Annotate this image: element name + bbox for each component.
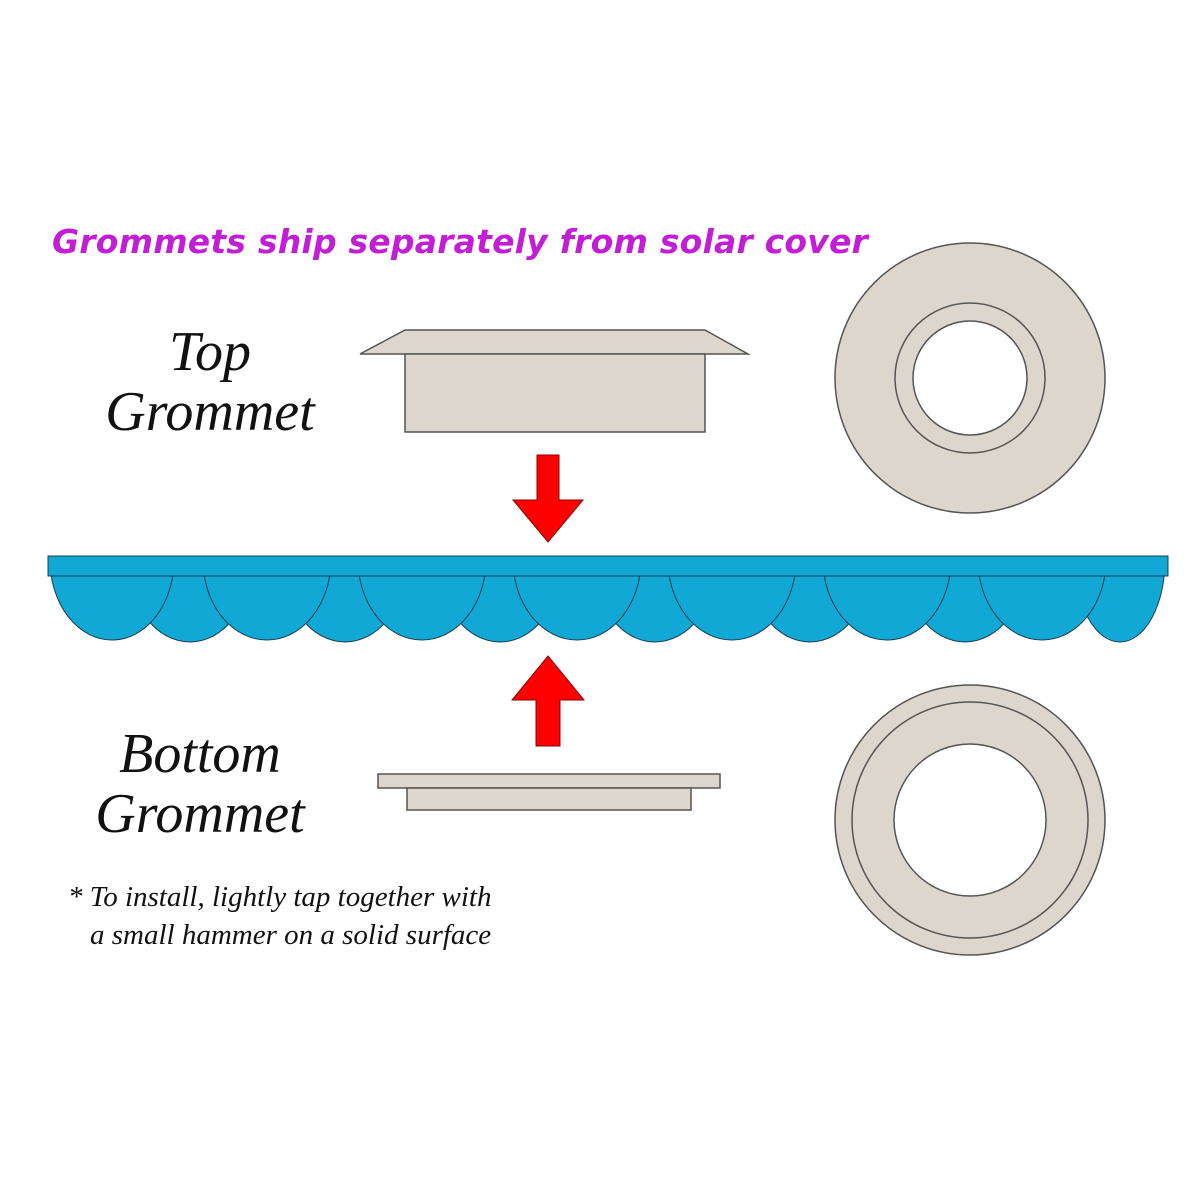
install-note-line1: * To install, lightly tap together with — [68, 881, 492, 913]
bottom-grommet-label-line1: Bottom — [119, 723, 281, 785]
cover-bubble — [822, 559, 952, 641]
cover-bubble — [977, 559, 1107, 641]
arrow-up-icon — [510, 655, 586, 747]
bottom-grommet-side-view — [377, 773, 721, 811]
top-grommet-body — [404, 353, 706, 433]
cover-bubble — [512, 559, 642, 641]
top-grommet-label-line1: Top — [168, 321, 251, 383]
solar-cover-bubbles — [49, 559, 1166, 643]
cover-bubble — [667, 559, 797, 641]
top-grommet-label-line2: Grommet — [105, 381, 315, 443]
bottom-grommet-top-view — [834, 684, 1106, 956]
bottom-grommet-body — [406, 787, 692, 811]
bottom-grommet-rim — [851, 701, 1089, 939]
install-note: * To install, lightly tap together with … — [68, 878, 492, 954]
solar-cover-sheet — [47, 555, 1169, 577]
install-note-line2: a small hammer on a solid surface — [90, 919, 492, 951]
arrow-down-icon — [511, 454, 585, 543]
bottom-grommet-flange — [377, 773, 721, 789]
bottom-grommet-label-line2: Grommet — [95, 783, 305, 845]
solar-cover-cross-section — [47, 555, 1169, 643]
top-grommet-top-view — [834, 242, 1106, 514]
cover-bubble — [202, 559, 332, 641]
cover-bubble — [357, 559, 487, 641]
top-grommet-flange — [359, 329, 751, 355]
bottom-grommet-hole — [893, 743, 1047, 897]
top-grommet-label: Top Grommet — [95, 322, 325, 442]
bottom-grommet-label: Bottom Grommet — [80, 724, 320, 844]
top-grommet-side-view — [359, 329, 751, 433]
top-grommet-hole — [912, 320, 1028, 436]
cover-bubble — [49, 559, 175, 641]
headline: Grommets ship separately from solar cove… — [52, 222, 869, 261]
